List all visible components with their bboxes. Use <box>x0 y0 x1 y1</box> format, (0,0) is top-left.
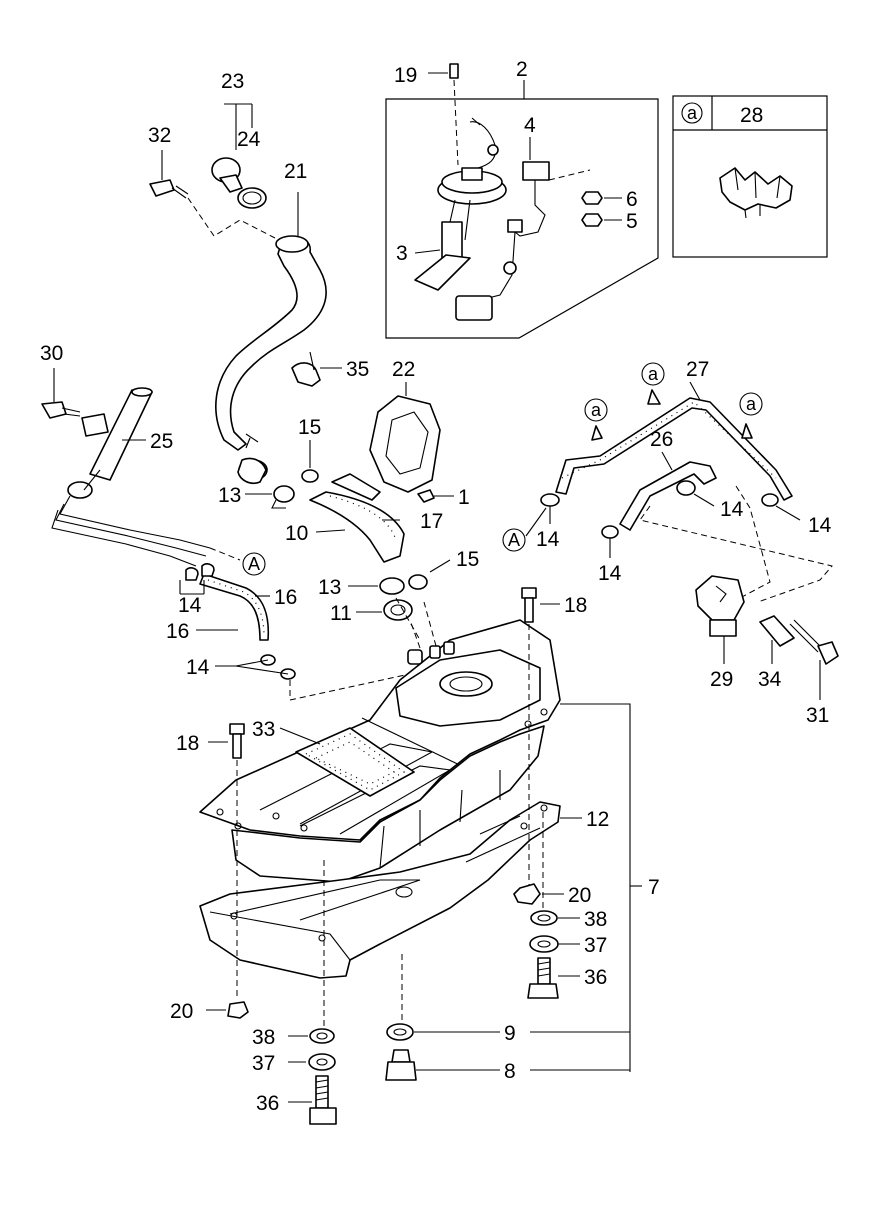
clamps-15-13-upper <box>245 440 319 509</box>
label-25: 25 <box>150 430 173 453</box>
assembly-bracket-7 <box>530 703 642 1072</box>
label-13-lower: 13 <box>318 576 341 599</box>
hose-34 <box>759 615 795 664</box>
label-22: 22 <box>392 358 415 381</box>
label-6: 6 <box>626 188 638 211</box>
svg-text:a: a <box>591 400 602 420</box>
label-1: 1 <box>458 486 470 509</box>
hardware-stack-left <box>206 860 337 1125</box>
label-36-left: 36 <box>256 1092 279 1115</box>
svg-text:A: A <box>508 530 520 550</box>
label-31: 31 <box>806 704 829 727</box>
label-16-left: 16 <box>166 620 189 643</box>
label-21: 21 <box>284 160 307 183</box>
gasket-22 <box>369 382 441 493</box>
label-19: 19 <box>394 64 417 87</box>
label-24: 24 <box>237 128 261 151</box>
label-26: 26 <box>650 428 673 451</box>
label-14-left: 14 <box>178 594 202 617</box>
label-37-left: 37 <box>252 1052 275 1075</box>
svg-text:A: A <box>248 554 260 574</box>
detail-box-28: a <box>672 95 828 258</box>
label-28: 28 <box>740 104 763 127</box>
label-12: 12 <box>586 808 609 831</box>
callout-A-left: A <box>242 552 266 576</box>
label-14-c: 14 <box>720 498 744 521</box>
label-18-left: 18 <box>176 732 199 755</box>
label-8: 8 <box>504 1060 516 1083</box>
label-14-b: 14 <box>598 562 622 585</box>
vapor-pipe-26 <box>619 451 717 531</box>
label-36-right: 36 <box>584 966 607 989</box>
svg-text:a: a <box>687 103 698 123</box>
label-10: 10 <box>285 522 308 545</box>
label-33: 33 <box>252 718 275 741</box>
label-15-lower: 15 <box>456 548 479 571</box>
label-5: 5 <box>626 210 638 233</box>
bolt-31 <box>789 619 839 700</box>
label-9: 9 <box>504 1022 516 1045</box>
hardware-stack-right <box>513 812 580 999</box>
label-17: 17 <box>420 510 443 533</box>
label-29: 29 <box>710 668 733 691</box>
hose-10-17 <box>309 473 405 563</box>
label-34: 34 <box>758 668 782 691</box>
drain-plug-8-9 <box>385 954 500 1081</box>
label-15-upper: 15 <box>298 416 321 439</box>
label-11: 11 <box>330 602 352 625</box>
label-32: 32 <box>148 124 171 147</box>
clamps-13-15-lower <box>348 559 451 641</box>
bolts-18 <box>208 587 560 1000</box>
label-23: 23 <box>221 70 244 93</box>
label-16-right: 16 <box>274 586 297 609</box>
clip-35 <box>291 351 342 387</box>
filler-pipe-25 <box>41 368 241 567</box>
label-14-d: 14 <box>808 514 832 537</box>
vapor-pipe-27 <box>555 381 793 501</box>
label-35: 35 <box>346 358 369 381</box>
hoses-16 <box>179 563 521 701</box>
label-4: 4 <box>524 114 536 137</box>
fuel-tank <box>199 601 561 883</box>
label-38-left: 38 <box>252 1026 275 1049</box>
label-14-a: 14 <box>536 528 560 551</box>
label-7: 7 <box>648 876 660 899</box>
callouts-a-right: a a a A <box>502 362 763 552</box>
label-13-upper: 13 <box>218 484 241 507</box>
label-2: 2 <box>516 58 528 81</box>
svg-text:a: a <box>746 394 757 414</box>
part-labels: 19 2 4 6 5 3 23 24 32 21 30 25 35 22 15 … <box>40 58 832 1115</box>
label-20-left: 20 <box>170 1000 193 1023</box>
label-37-right: 37 <box>584 934 607 957</box>
skid-plate-12 <box>199 801 582 979</box>
label-18-right: 18 <box>564 594 587 617</box>
label-3: 3 <box>396 242 408 265</box>
fuel-pump-assembly-box <box>385 80 659 339</box>
canister-29 <box>695 575 745 664</box>
label-14-lower: 14 <box>186 656 210 679</box>
svg-text:a: a <box>648 364 659 384</box>
label-38-right: 38 <box>584 908 607 931</box>
label-20-right: 20 <box>568 884 591 907</box>
label-27: 27 <box>686 358 709 381</box>
bolt-19 <box>428 63 459 166</box>
cap-1 <box>417 489 454 503</box>
filler-cap-assembly <box>149 103 327 485</box>
clamps-14-right <box>525 480 833 603</box>
label-30: 30 <box>40 342 63 365</box>
